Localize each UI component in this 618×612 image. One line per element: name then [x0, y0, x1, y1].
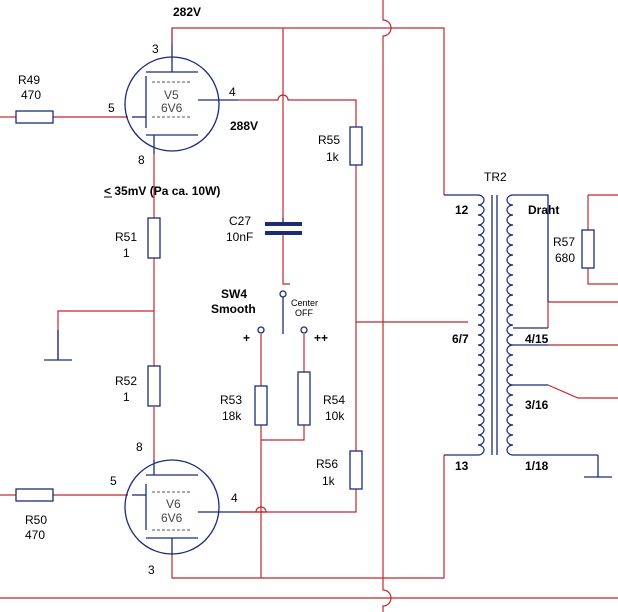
- r55-value: 1k: [326, 150, 340, 164]
- ground-right-icon: [548, 454, 612, 478]
- tube-v6: V6 6V6 3 5 4 8: [110, 440, 240, 577]
- cathode-note: < 35mV (Pa ca. 10W): [104, 184, 220, 198]
- resistor-r53: [254, 385, 268, 426]
- r49-name: R49: [18, 73, 40, 87]
- tr2-tap-316: 3/16: [525, 398, 549, 412]
- tube-v5-pin-anode: 3: [152, 42, 159, 56]
- voltage-top-supply: 282V: [173, 5, 201, 19]
- tr2-tap-12: 12: [455, 203, 469, 217]
- r50-name: R50: [25, 513, 47, 527]
- tube-v6-pin-grid: 5: [110, 474, 117, 488]
- c27-value: 10nF: [226, 230, 253, 244]
- r50-value: 470: [25, 528, 45, 542]
- ground-left-icon: [44, 330, 72, 361]
- resistor-r54: [297, 371, 311, 426]
- r53-name: R53: [220, 393, 242, 407]
- r57-name: R57: [553, 235, 575, 249]
- tube-v6-pin-cathode: 8: [136, 440, 143, 454]
- r51-value: 1: [123, 246, 130, 260]
- resistor-r50: [15, 488, 54, 502]
- r52-name: R52: [115, 374, 137, 388]
- tr2-name: TR2: [484, 170, 507, 184]
- r56-value: 1k: [322, 474, 336, 488]
- resistor-r55: [349, 126, 363, 166]
- tube-v6-name: V6: [166, 497, 181, 511]
- tr2-tap-118: 1/18: [525, 459, 549, 473]
- capacitor-c27: C27 10nF: [226, 214, 302, 244]
- resistor-r51: [147, 217, 161, 259]
- resistor-r52: [147, 365, 161, 407]
- r54-name: R54: [323, 393, 345, 407]
- tube-v6-type: 6V6: [161, 511, 183, 525]
- tube-v6-pin-screen: 4: [231, 491, 238, 505]
- tube-v5: V5 6V6 3 5 4 8: [108, 42, 238, 167]
- tr2-tap-13: 13: [455, 459, 469, 473]
- r54-value: 10k: [325, 409, 345, 423]
- transformer-tr2: TR2 12 6/7 13 Draht 4/15 3/16 1/18: [444, 170, 559, 473]
- tube-v5-pin-grid: 5: [108, 101, 115, 115]
- voltage-v5-screen: 288V: [230, 119, 258, 133]
- r55-name: R55: [318, 133, 340, 147]
- r57-value: 680: [555, 251, 575, 265]
- sw4-center: Center: [291, 298, 318, 308]
- resistors: R49 470 R50 470 R51 1 R52 1 R53 18k R54 …: [15, 73, 595, 542]
- r56-name: R56: [316, 457, 338, 471]
- r53-value: 18k: [222, 409, 242, 423]
- tr2-tap-draht: Draht: [528, 203, 559, 217]
- r49-value: 470: [21, 88, 41, 102]
- r52-value: 1: [123, 390, 130, 404]
- tube-v5-pin-screen: 4: [229, 85, 236, 99]
- tube-v5-type: 6V6: [161, 101, 183, 115]
- sw4-off: OFF: [295, 308, 313, 318]
- sw4-plus: +: [243, 331, 250, 345]
- tr2-tap-415: 4/15: [525, 332, 549, 346]
- switch-sw4: SW4 Smooth Center OFF + ++: [211, 287, 328, 345]
- tube-v6-pin-anode: 3: [148, 563, 155, 577]
- tr2-tap-67: 6/7: [452, 332, 469, 346]
- r51-name: R51: [115, 230, 137, 244]
- resistor-r57: [581, 229, 595, 269]
- sw4-name: SW4: [221, 287, 247, 301]
- resistor-r49: [15, 110, 54, 124]
- tube-v5-pin-cathode: 8: [138, 153, 145, 167]
- tube-v5-name: V5: [164, 88, 179, 102]
- sw4-mode: Smooth: [211, 302, 256, 316]
- resistor-r56: [349, 450, 363, 490]
- sw4-plusplus: ++: [314, 331, 328, 345]
- c27-name: C27: [229, 214, 251, 228]
